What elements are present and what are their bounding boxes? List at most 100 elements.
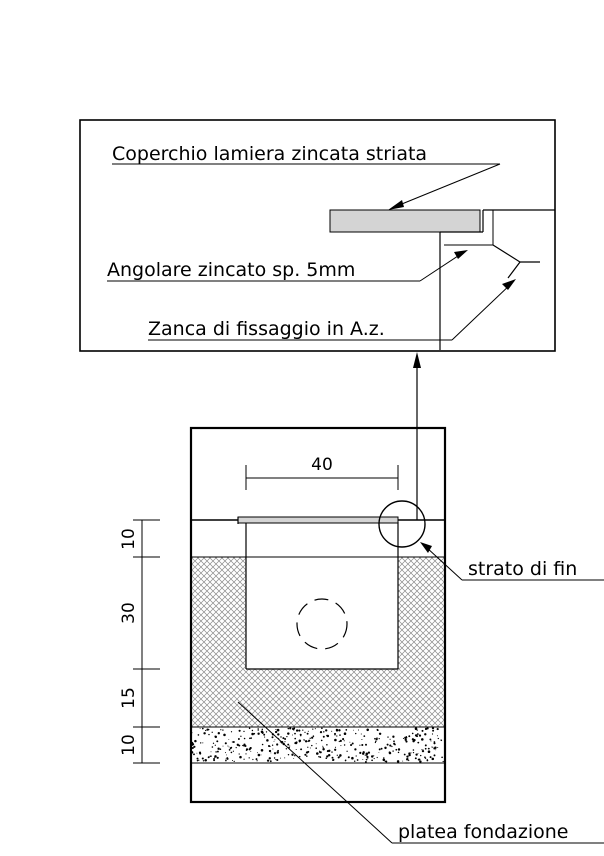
concrete-speck (293, 727, 296, 730)
concrete-speck (315, 747, 317, 749)
concrete-speck (353, 760, 356, 762)
concrete-speck (196, 759, 199, 762)
concrete-speck (257, 729, 259, 731)
concrete-speck (260, 754, 262, 756)
concrete-speck (429, 738, 432, 741)
concrete-speck (431, 727, 435, 730)
concrete-speck (334, 734, 336, 736)
concrete-speck (389, 738, 391, 740)
concrete-speck (248, 727, 251, 730)
concrete-speck (217, 747, 220, 750)
concrete-speck (416, 729, 418, 731)
concrete-speck (274, 730, 278, 734)
concrete-speck (210, 751, 212, 753)
concrete-speck (322, 746, 324, 749)
concrete-speck (405, 736, 407, 738)
concrete-speck (364, 754, 366, 756)
dim-label-40: 40 (311, 455, 333, 475)
concrete-speck (331, 730, 333, 732)
leader-angolare (419, 251, 465, 282)
concrete-speck (231, 759, 234, 762)
concrete-speck (216, 756, 219, 759)
concrete-speck (412, 749, 415, 751)
concrete-speck (230, 731, 233, 733)
concrete-speck (351, 742, 354, 745)
concrete-speck (191, 746, 194, 750)
leader-coperchio (391, 163, 501, 209)
concrete-speck (250, 737, 252, 739)
concrete-speck (300, 748, 303, 751)
concrete-speck (199, 742, 202, 744)
concrete-speck (367, 751, 371, 754)
concrete-speck (257, 732, 260, 735)
label-coperchio: Coperchio lamiera zincata striata (112, 143, 427, 165)
concrete-speck (289, 745, 291, 747)
concrete-speck (237, 738, 240, 740)
concrete-speck (216, 740, 219, 743)
concrete-speck (209, 755, 211, 757)
concrete-speck (326, 734, 330, 738)
concrete-speck (202, 727, 204, 730)
concrete-speck (251, 732, 254, 736)
concrete-speck (362, 759, 364, 761)
concrete-speck (388, 751, 391, 754)
concrete-speck (436, 735, 438, 737)
concrete-speck (314, 728, 316, 730)
concrete-speck (287, 727, 290, 730)
concrete-speck (336, 735, 338, 737)
concrete-speck (299, 733, 302, 736)
concrete-speck (268, 757, 271, 760)
concrete-speck (295, 729, 299, 732)
concrete-speck (219, 748, 222, 750)
concrete-speck (374, 741, 377, 744)
concrete-speck (243, 737, 246, 740)
concrete-speck (411, 738, 415, 741)
concrete-speck (213, 759, 216, 762)
concrete-speck (354, 748, 357, 751)
leader-strato (425, 546, 463, 581)
concrete-speck (421, 749, 423, 751)
concrete-speck (397, 748, 401, 751)
label-strato: strato di fin (468, 558, 577, 580)
concrete-speck (322, 735, 325, 738)
concrete-speck (274, 739, 276, 741)
concrete-speck (249, 747, 251, 749)
concrete-speck (346, 750, 348, 752)
arrow-angolare (454, 250, 468, 259)
concrete-speck (325, 757, 328, 760)
concrete-speck (332, 759, 334, 762)
concrete-speck (343, 732, 347, 735)
concrete-speck (359, 744, 361, 746)
concrete-speck (245, 748, 249, 751)
concrete-speck (276, 758, 279, 762)
concrete-speck (256, 752, 258, 754)
concrete-speck (261, 743, 264, 746)
concrete-speck (392, 735, 395, 738)
concrete-speck (287, 753, 290, 756)
concrete-speck (191, 743, 195, 746)
arrow-zanca (502, 279, 516, 290)
concrete-speck (313, 735, 315, 738)
concrete-speck (342, 738, 345, 741)
concrete-speck (385, 760, 388, 763)
concrete-speck (334, 748, 337, 751)
concrete-speck (339, 734, 341, 736)
concrete-speck (287, 743, 290, 746)
concrete-speck (199, 752, 202, 755)
concrete-speck (227, 745, 229, 747)
concrete-speck (345, 729, 348, 731)
dim-label-30: 30 (119, 602, 139, 624)
concrete-speck (286, 735, 288, 738)
concrete-speck (337, 756, 340, 759)
concrete-speck (322, 747, 325, 751)
concrete-speck (412, 740, 415, 743)
concrete-speck (418, 734, 421, 737)
concrete-speck (408, 759, 410, 762)
concrete-speck (304, 753, 307, 756)
concrete-speck (230, 751, 233, 754)
concrete-speck (417, 741, 420, 744)
concrete-speck (226, 757, 229, 760)
concrete-speck (378, 748, 381, 751)
concrete-speck (361, 743, 364, 747)
concrete-speck (415, 753, 418, 756)
